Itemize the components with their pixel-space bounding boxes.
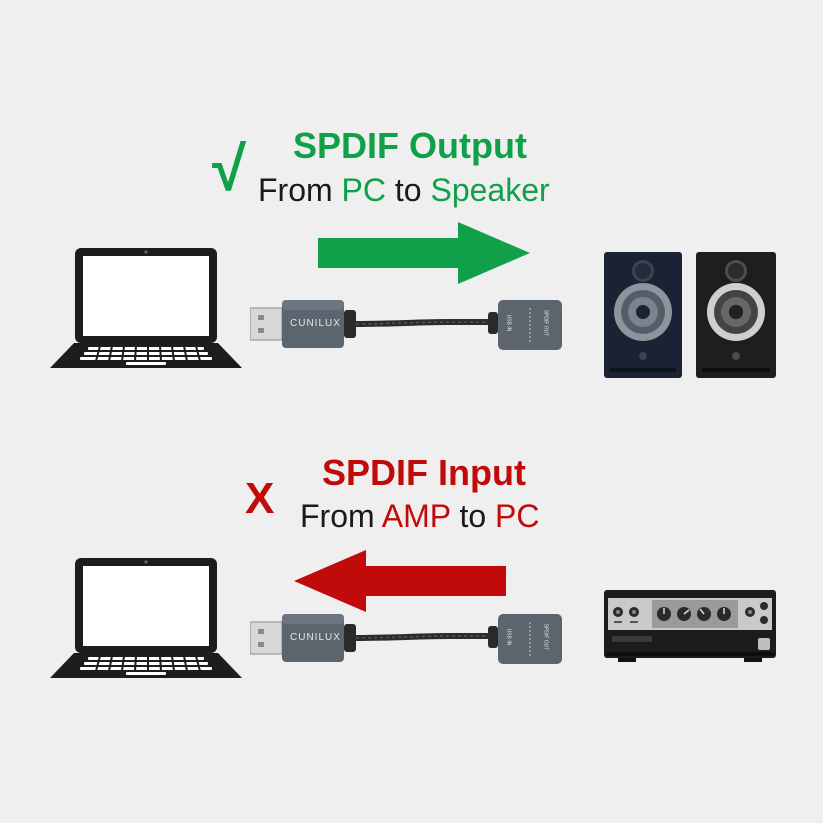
top-title: SPDIF Output: [293, 125, 527, 166]
check-mark: √: [212, 135, 247, 204]
bottom-subtitle-from: From: [300, 498, 375, 534]
top-subtitle: From PC to Speaker: [258, 172, 550, 208]
adapter-brand: CUNILUX: [290, 318, 341, 329]
usb-adapter-icon: CUNILUX USB IN SPDIF OUT: [250, 298, 562, 352]
bottom-subtitle-to: to: [459, 498, 487, 534]
speakers-icon: [604, 252, 776, 378]
bottom-title: SPDIF Input: [322, 452, 526, 493]
top-subtitle-to: to: [394, 172, 422, 208]
adapter-port-in: USB IN: [505, 628, 512, 646]
adapter-port-out: SPDIF OUT: [542, 309, 549, 337]
amplifier-icon: [604, 590, 776, 662]
x-mark: X: [245, 474, 275, 523]
arrow-right-icon: [318, 222, 530, 284]
adapter-port-in: USB IN: [505, 314, 512, 332]
usb-adapter-icon: CUNILUX USB IN SPDIF OUT: [250, 612, 562, 666]
bottom-subtitle-source: AMP: [381, 498, 451, 534]
laptop-icon: [50, 248, 242, 368]
laptop-icon: [50, 558, 242, 678]
adapter-port-out: SPDIF OUT: [542, 623, 549, 651]
top-subtitle-target: Speaker: [430, 172, 550, 208]
bottom-subtitle-target: PC: [495, 498, 540, 534]
top-subtitle-from: From: [258, 172, 333, 208]
arrow-left-icon: [294, 550, 506, 612]
top-subtitle-source: PC: [341, 172, 386, 208]
bottom-subtitle: From AMP to PC: [300, 498, 539, 534]
adapter-brand: CUNILUX: [290, 632, 341, 643]
